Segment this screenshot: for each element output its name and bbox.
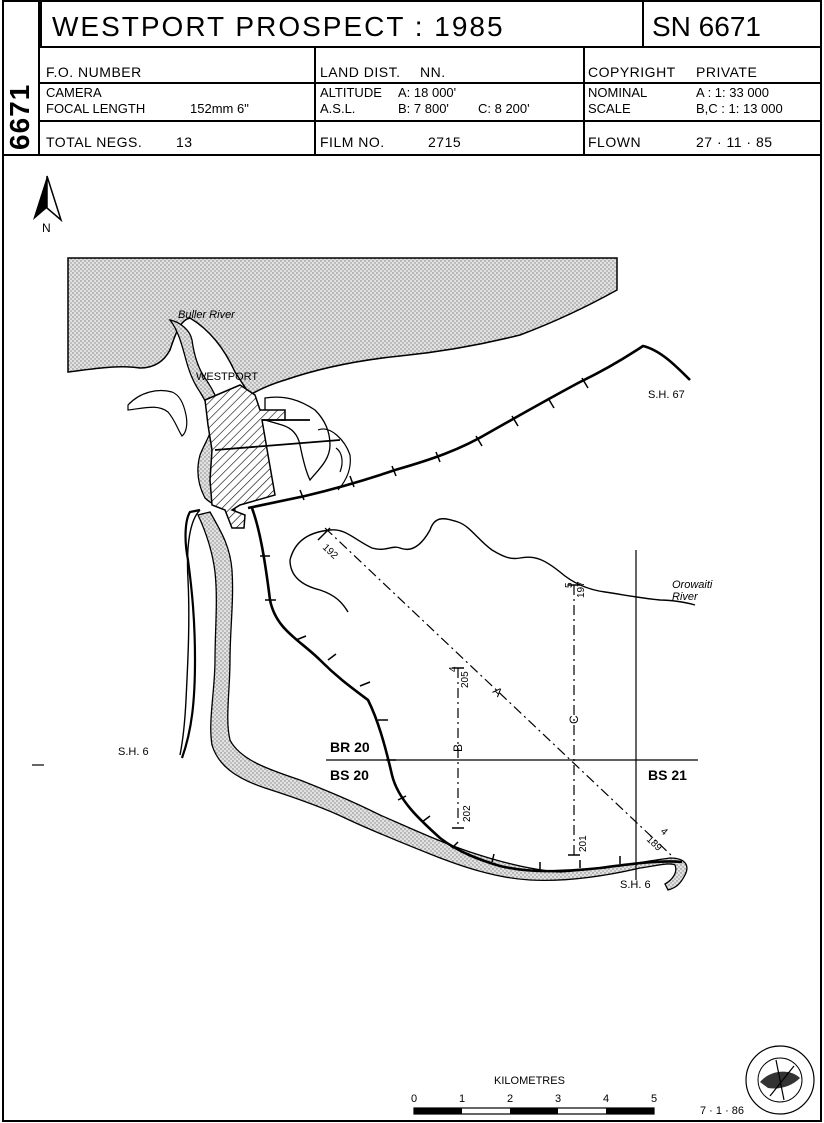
run-c-bottom-frame: 201 [578, 835, 589, 852]
film-no-label: FILM NO. [320, 134, 385, 150]
asl-label: A.S.L. [320, 101, 356, 116]
run-a-start-frame: 192 [320, 542, 340, 562]
bs21-label: BS 21 [648, 767, 687, 783]
run-c-label: C [567, 715, 581, 724]
orowaiti-label-1: Orowaiti [672, 579, 713, 591]
sidebar-cell [2, 0, 40, 156]
film-no-value: 2715 [428, 134, 462, 150]
scale-segment [510, 1108, 558, 1114]
scale-segment [606, 1108, 654, 1114]
state-highway-6-left [180, 508, 201, 759]
run-c-top-count: 5 [564, 582, 575, 588]
run-b-label: B [451, 744, 465, 752]
scale-segment [414, 1108, 462, 1114]
scale-tick-0: 0 [411, 1093, 417, 1105]
title: WESTPORT PROSPECT : 1985 [52, 11, 505, 42]
nz-aerial-mapping-stamp-icon [745, 1045, 815, 1115]
row-divider [40, 120, 822, 122]
scale-a: A : 1: 33 000 [696, 85, 770, 100]
westport-label: WESTPORT [196, 371, 258, 383]
orowaiti-label-2: River [672, 591, 699, 603]
altitude-label: ALTITUDE [320, 85, 382, 100]
flown-label: FLOWN [588, 134, 642, 150]
road-link [214, 419, 341, 451]
fo-number-label: F.O. NUMBER [46, 64, 142, 80]
scale-tick-3: 3 [555, 1093, 561, 1105]
coastal-band [197, 511, 688, 891]
estuary-channels [317, 428, 351, 491]
row-divider [40, 82, 822, 84]
scale-tick-5: 5 [651, 1093, 657, 1105]
buller-river-label: Buller River [178, 309, 236, 321]
scale-bc: B,C : 1: 13 000 [696, 101, 783, 116]
sh6-bottom-label: S.H. 6 [620, 879, 651, 891]
scale-bar-title: KILOMETRES [494, 1075, 565, 1087]
run-b-bottom-frame: 202 [462, 805, 473, 822]
header-panel: 6671 WESTPORT PROSPECT : 1985 SN 6671 F.… [0, 0, 824, 156]
focal-length-value: 152mm 6" [190, 101, 249, 116]
copyright-label: COPYRIGHT [588, 64, 676, 80]
sea-area [67, 257, 618, 397]
scale-tick-2: 2 [507, 1093, 513, 1105]
north-arrow-icon: N [33, 175, 63, 235]
col-divider [314, 48, 316, 156]
map-frame [2, 156, 822, 1122]
altitude-a: A: 18 000' [398, 85, 457, 100]
scale-tick-1: 1 [459, 1093, 465, 1105]
sn-cell [642, 0, 822, 48]
orowaiti-river [289, 518, 696, 613]
run-b-top-frame: 205 [460, 671, 471, 688]
total-negs-label: TOTAL NEGS. [46, 134, 143, 150]
run-a-end-count: 4 [658, 826, 670, 838]
total-negs-value: 13 [176, 134, 193, 150]
br20-label: BR 20 [330, 739, 370, 755]
westport-town [204, 384, 286, 529]
scale-label: SCALE [588, 101, 631, 116]
nominal-label: NOMINAL [588, 85, 648, 100]
river-mouth-lagoon [127, 389, 188, 437]
road-ticks [260, 377, 621, 871]
sn-number: SN 6671 [652, 11, 761, 42]
north-label: N [42, 221, 51, 235]
altitude-b: B: 7 800' [398, 101, 449, 116]
sh67-label: S.H. 67 [648, 389, 685, 401]
scale-tick-4: 4 [603, 1093, 609, 1105]
land-dist-label: LAND DIST. [320, 64, 401, 80]
coastline-left [179, 509, 201, 756]
run-a-end-frame: 189 [644, 834, 664, 854]
col-divider [583, 48, 585, 156]
altitude-c: C: 8 200' [478, 101, 530, 116]
flown-value: 27 · 11 · 85 [696, 134, 773, 150]
sh6-left-label: S.H. 6 [118, 746, 149, 758]
state-highway-67 [247, 344, 691, 510]
land-dist-value: NN. [420, 64, 446, 80]
run-c-top-frame: 197 [576, 581, 587, 598]
run-a-start-tick [317, 527, 331, 541]
run-b-top-count: 4 [448, 666, 459, 672]
date-stamp: 7 · 1 · 86 [700, 1105, 744, 1117]
run-a-label: A [490, 684, 505, 700]
bs20-label: BS 20 [330, 767, 369, 783]
focal-length-label: FOCAL LENGTH [46, 101, 146, 116]
state-highway-6 [250, 507, 683, 873]
scale-bar: KILOMETRES 0 1 2 3 4 5 [411, 1075, 657, 1115]
copyright-value: PRIVATE [696, 64, 758, 80]
camera-label: CAMERA [46, 85, 102, 100]
